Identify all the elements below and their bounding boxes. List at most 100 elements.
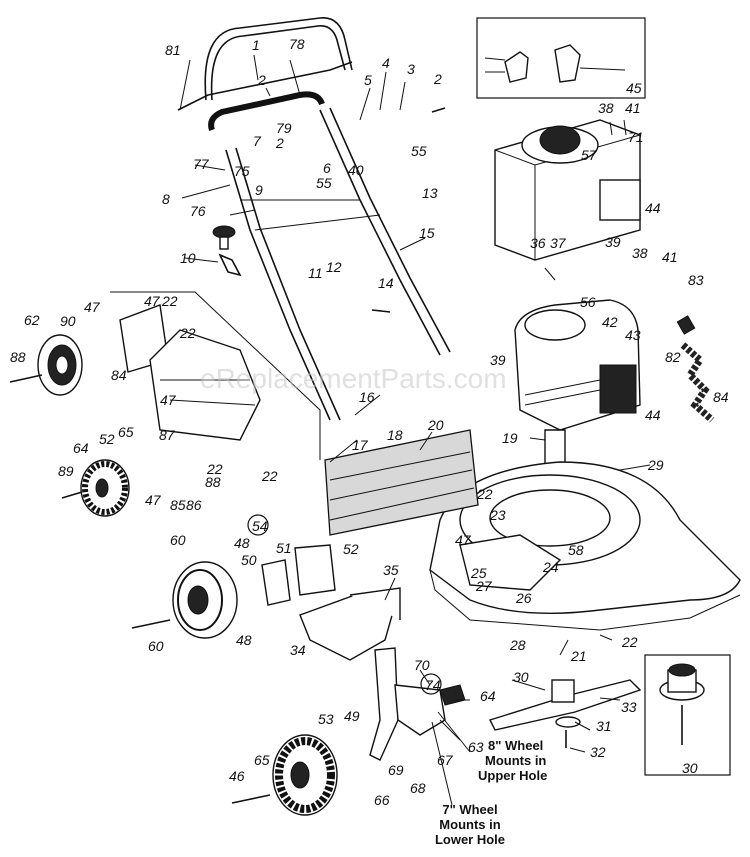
callout-label: 47 <box>144 293 161 309</box>
callout-label: 41 <box>662 249 678 265</box>
engine-upper <box>494 119 641 261</box>
callout-label: 45 <box>626 80 642 96</box>
callout-label: 47 <box>84 299 101 315</box>
callout-label: 30 <box>513 669 529 685</box>
callout-label: 65 <box>118 424 134 440</box>
leader-lines <box>179 54 651 753</box>
chain-parts <box>676 315 715 423</box>
callout-label: 56 <box>580 294 596 310</box>
callout-label: 29 <box>647 457 664 473</box>
callout-label: 22 <box>161 293 178 309</box>
callout-label: 38 <box>598 100 614 116</box>
callout-label: 19 <box>502 430 518 446</box>
callout-label: 70 <box>414 657 430 673</box>
rear-axle-inset <box>110 291 321 460</box>
callout-label: 25 <box>470 565 487 581</box>
blade-adapter-inset <box>644 654 731 776</box>
callout-label: 79 <box>276 120 292 136</box>
callout-label: 88 <box>10 349 26 365</box>
callout-label: 22 <box>206 461 223 477</box>
callout-label: 17 <box>352 437 369 453</box>
callout-label: 52 <box>99 431 115 447</box>
callout-label: 3 <box>407 61 415 77</box>
control-bracket-inset <box>476 17 646 99</box>
callout-label: 66 <box>374 792 390 808</box>
callout-label: 55 <box>411 143 427 159</box>
callout-label: 2 <box>257 72 266 88</box>
callout-label: 1 <box>252 37 260 53</box>
callout-label: 32 <box>590 744 606 760</box>
rear-guard <box>324 429 479 536</box>
callout-label: 48 <box>234 535 250 551</box>
callout-label: 85 <box>170 497 186 513</box>
callout-label: 10 <box>180 250 196 266</box>
callout-label: 69 <box>388 762 404 778</box>
callout-label: 68 <box>410 780 426 796</box>
callout-label: 84 <box>111 367 127 383</box>
callout-label: 6 <box>323 160 331 176</box>
engine-lower <box>514 299 641 516</box>
upper-handle <box>177 17 353 131</box>
callout-label: 39 <box>490 352 506 368</box>
callout-label: 35 <box>383 562 399 578</box>
callout-label: 88 <box>205 474 221 490</box>
callout-label: 84 <box>713 389 729 405</box>
callout-label: 53 <box>318 711 334 727</box>
callout-label: 16 <box>359 389 375 405</box>
callout-label: 54 <box>252 518 268 534</box>
callout-label: 14 <box>378 275 394 291</box>
callout-numbers: 1 2 2 2 3 4 5 6 7 8 9 10 11 12 13 14 15 … <box>10 36 729 808</box>
callout-label: 47 <box>145 492 162 508</box>
callout-label: 55 <box>316 175 332 191</box>
callout-label: 77 <box>193 156 210 172</box>
callout-label: 89 <box>58 463 74 479</box>
callout-label: 28 <box>509 637 526 653</box>
callout-label: 82 <box>665 349 681 365</box>
wheel-52-upper <box>80 459 130 517</box>
callout-label: 18 <box>387 427 403 443</box>
callout-label: 57 <box>581 147 598 163</box>
callout-label: 51 <box>276 540 292 556</box>
callout-label: 83 <box>688 272 704 288</box>
callout-label: 27 <box>475 578 493 594</box>
callout-label: 87 <box>159 427 176 443</box>
callout-label: 22 <box>261 468 278 484</box>
callout-label: 12 <box>326 259 342 275</box>
wheel-60-upper <box>37 334 83 396</box>
handle-knob <box>212 225 242 277</box>
callout-label: 60 <box>148 638 164 654</box>
callout-label: 11 <box>308 265 323 281</box>
note-line: Upper Hole <box>478 768 547 783</box>
callout-label: 5 <box>364 72 372 88</box>
callout-label: 33 <box>621 699 637 715</box>
callout-label: 15 <box>419 225 435 241</box>
callout-label: 2 <box>433 71 442 87</box>
callout-label: 7 <box>253 133 262 149</box>
wheel-note-8-inch: 8" Wheel Mounts in Upper Hole <box>437 711 547 783</box>
callout-label: 74 <box>425 677 441 693</box>
note-line: 7" Wheel <box>442 802 497 817</box>
callout-label: 64 <box>480 688 496 704</box>
callout-label: 39 <box>605 234 621 250</box>
callout-label: 62 <box>24 312 40 328</box>
callout-label: 13 <box>422 185 438 201</box>
callout-label: 41 <box>625 100 641 116</box>
callout-label: 26 <box>515 590 532 606</box>
callout-label: 76 <box>190 203 206 219</box>
note-line: Mounts in <box>485 753 546 768</box>
callout-label: 47 <box>455 532 472 548</box>
discharge-chute <box>299 587 401 661</box>
callout-label: 31 <box>596 718 612 734</box>
callout-label: 48 <box>236 632 252 648</box>
rear-height-bracket <box>261 544 336 606</box>
wheel-note-7-inch: 7" Wheel Mounts in Lower Hole <box>431 721 505 847</box>
circled-callouts <box>247 514 442 695</box>
callout-label: 81 <box>165 42 181 58</box>
callout-label: 24 <box>542 559 559 575</box>
callout-label: 67 <box>437 752 454 768</box>
fasteners <box>9 107 446 804</box>
callout-label: 9 <box>255 182 263 198</box>
lower-handle <box>225 107 451 421</box>
callout-label: 86 <box>186 497 202 513</box>
